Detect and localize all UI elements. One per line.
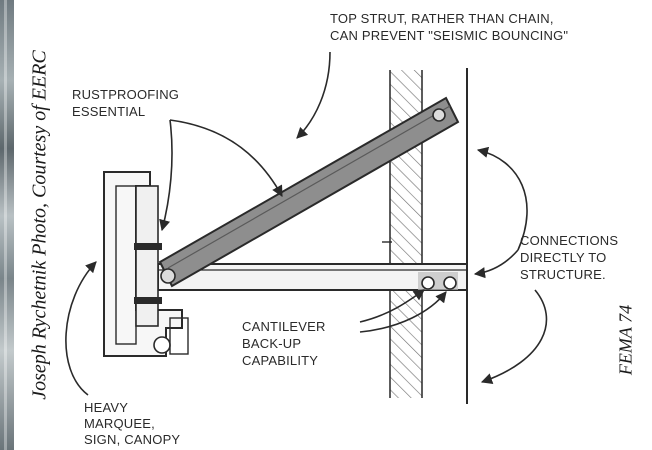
backup-bolts [418,272,458,290]
photo-credit: Joseph Rychetnik Photo, Courtesy of EERC [28,50,51,400]
leader-arrows [65,51,548,396]
connections-label-2: DIRECTLY TO [520,250,607,265]
connections-label-3: STRUCTURE. [520,267,606,282]
cantilever-label-2: BACK-UP [242,336,302,351]
top-strut [158,96,460,288]
connections-label-1: CONNECTIONS [520,233,619,248]
cantilever-label-3: CAPABILITY [242,353,319,368]
top-strut-label-1: TOP STRUT, RATHER THAN CHAIN, [330,11,554,26]
heavy-label-2: MARQUEE, [84,416,155,431]
source-credit: FEMA 74 [615,304,636,376]
marquee-sign [103,171,189,357]
rustproofing-label-2: ESSENTIAL [72,104,146,119]
photo-edge [0,0,14,450]
cantilever-label-1: CANTILEVER [242,319,326,334]
top-strut-label-2: CAN PREVENT "SEISMIC BOUNCING" [330,28,569,43]
heavy-label-3: SIGN, CANOPY [84,432,181,447]
rustproofing-label-1: RUSTPROOFING [72,87,180,102]
heavy-label-1: HEAVY [84,400,129,415]
